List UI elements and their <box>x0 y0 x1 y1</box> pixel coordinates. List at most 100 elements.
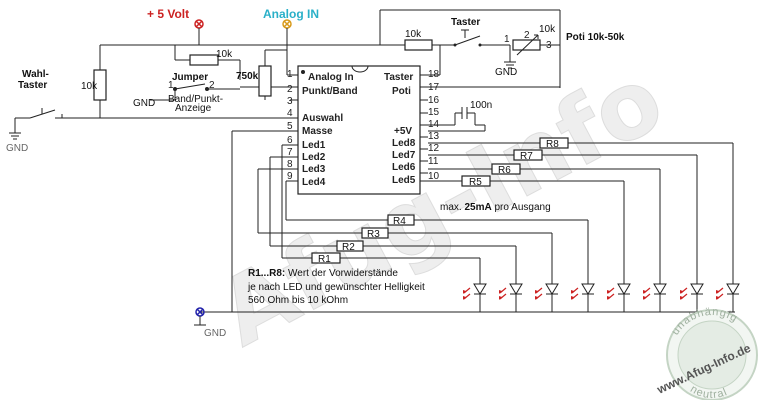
ic-left-pin-6-name: Led1 <box>302 140 326 151</box>
resistor-r5 <box>461 175 491 187</box>
resistor-r6 <box>491 163 521 175</box>
ic-left-pin-1-name: Analog In <box>308 72 354 83</box>
resistor-r2 <box>336 240 364 252</box>
jumper-desc-line2: Anzeige <box>175 103 212 114</box>
wires-top <box>99 9 561 126</box>
ic-right-pin-13-name: +5V <box>394 126 412 137</box>
poti-pin3: 3 <box>546 40 552 51</box>
resistor-note-line1: R1...R8: Wert der Vorwiderstände <box>248 268 398 279</box>
wahl-taster-line1: Wahl- <box>22 69 49 80</box>
led-wires <box>200 125 735 313</box>
jumper-switch <box>173 83 209 91</box>
ic-left-pin-8-num: 8 <box>287 159 293 170</box>
max-current-note: max. 25mA pro Ausgang <box>440 202 551 213</box>
jumper-pin2: 2 <box>209 80 215 91</box>
ic-right-pins <box>420 74 428 182</box>
ic-right-pin-17-num: 17 <box>428 82 440 93</box>
taster-switch <box>453 29 482 47</box>
ic-left-pin-7-name: Led2 <box>302 152 326 163</box>
resistor-10k-top <box>189 54 219 66</box>
resistor-10k-left <box>93 69 107 101</box>
resistor-10k-left-label: 10k <box>81 81 98 92</box>
seal-watermark: unabhängig neutral <box>666 306 758 400</box>
resistor-10k-taster-label: 10k <box>405 29 422 40</box>
resistor-r8 <box>539 137 569 149</box>
led-1 <box>463 280 487 312</box>
resistor-r3-label: R3 <box>367 229 380 240</box>
resistor-r7-label: R7 <box>520 151 533 162</box>
ic-right-pin-10-name: Led6 <box>392 162 416 173</box>
ic-notch <box>351 65 369 73</box>
analog-in-terminal <box>282 19 292 29</box>
plus5-terminal <box>194 19 204 29</box>
poti-value-label: 10k <box>539 24 556 35</box>
wahl-taster-switch <box>9 108 100 140</box>
ic-left-pin-3-num: 3 <box>287 96 293 107</box>
ic-left-pin-2-num: 2 <box>287 84 293 95</box>
led-7 <box>680 280 704 312</box>
ic-right-pin-10-num: 10 <box>428 171 440 182</box>
poti-gnd-label: GND <box>495 67 517 78</box>
resistor-note-line2: je nach LED und gewünschter Helligkeit <box>247 282 425 293</box>
ic-left-pin-2-name: Punkt/Band <box>302 86 358 97</box>
ic-left-pin-4-num: 4 <box>287 108 293 119</box>
ic-pin1-dot <box>301 70 305 74</box>
ic-right-pin-17-name: Poti <box>392 86 411 97</box>
ic-right-pin-11-name: Led7 <box>392 150 416 161</box>
resistor-r8-label: R8 <box>546 139 559 150</box>
ic-right-pin-11-num: 11 <box>428 156 439 167</box>
wahl-taster-line2: Taster <box>18 80 47 91</box>
resistor-10k-top-label: 10k <box>216 49 233 60</box>
ic-left-pin-5-num: 5 <box>287 121 293 132</box>
wahl-gnd-label: GND <box>6 143 28 154</box>
resistor-r4-label: R4 <box>393 216 406 227</box>
ic-left-pins <box>290 74 298 182</box>
gnd-terminal <box>194 307 206 326</box>
ic-right-pin-12-num: 12 <box>428 143 440 154</box>
ic-right-pin-18-num: 18 <box>428 69 440 80</box>
poti-pin1: 1 <box>504 34 510 45</box>
analog-in-label: Analog IN <box>263 7 319 21</box>
plus5-label: + 5 Volt <box>147 7 189 21</box>
resistor-note-line3: 560 Ohm bis 10 kOhm <box>248 295 348 306</box>
poti-body <box>512 39 541 51</box>
resistor-r1 <box>311 252 341 264</box>
led-2 <box>499 280 523 312</box>
resistor-10k-taster <box>404 39 433 51</box>
ic-right-pin-15-num: 15 <box>428 107 440 118</box>
ic-right-pin-16-num: 16 <box>428 95 440 106</box>
taster-label: Taster <box>451 17 480 28</box>
poti-pin2: 2 <box>524 30 530 41</box>
ic-left-pin-8-name: Led3 <box>302 164 326 175</box>
gnd-bottom-label: GND <box>204 328 226 339</box>
ic-left-pin-1-num: 1 <box>287 69 293 80</box>
jumper-label: Jumper <box>172 72 208 83</box>
jumper-pin1: 1 <box>168 80 174 91</box>
ic-right-pin-13-num: 13 <box>428 131 440 142</box>
poti-label: Poti 10k-50k <box>566 32 625 43</box>
ic-right-pin-9-name: Led5 <box>392 175 416 186</box>
ic-left-pin-5-name: Masse <box>302 126 333 137</box>
resistor-r7 <box>513 149 543 161</box>
poti-gnd-symbol <box>504 61 516 69</box>
ic-body <box>297 65 421 195</box>
resistor-r5-label: R5 <box>469 177 482 188</box>
led-array <box>463 280 740 312</box>
resistor-750k-label: 750k <box>236 71 259 82</box>
ic-left-pin-4-name: Auswahl <box>302 113 343 124</box>
resistor-r1-label: R1 <box>318 254 331 265</box>
led-5 <box>607 280 631 312</box>
resistor-750k <box>258 65 272 97</box>
capacitor <box>455 107 475 119</box>
ic-left-pin-9-num: 9 <box>287 171 293 182</box>
resistor-r4 <box>387 214 415 226</box>
jumper-gnd-label: GND <box>133 98 155 109</box>
resistor-r3 <box>361 227 389 239</box>
jumper-desc-line1: Band/Punkt- <box>168 94 223 105</box>
ic-left-pin-6-num: 6 <box>287 135 293 146</box>
ic-right-pin-12-name: Led8 <box>392 138 416 149</box>
ic-left-pin-7-num: 7 <box>287 147 293 158</box>
resistor-r6-label: R6 <box>498 165 511 176</box>
resistor-r2-label: R2 <box>342 242 355 253</box>
